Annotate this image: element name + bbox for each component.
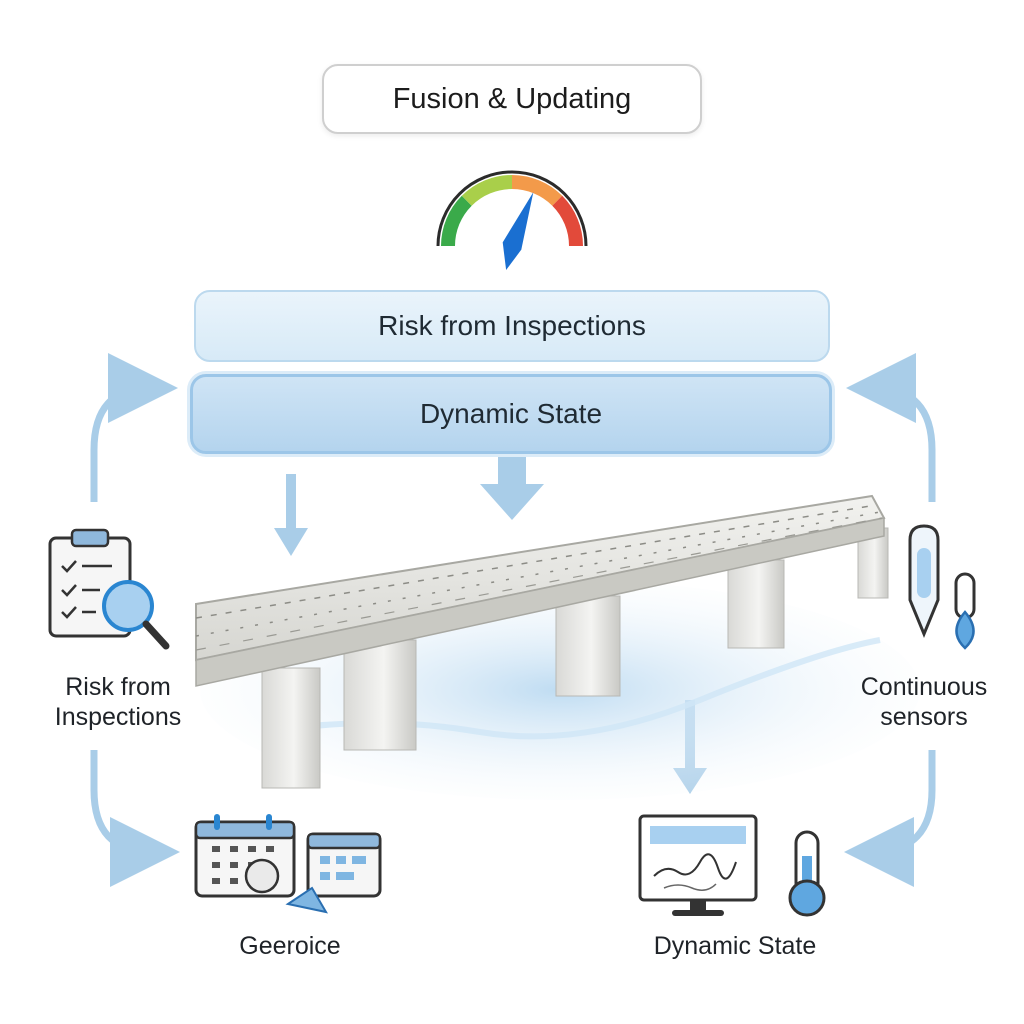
loop-arrow-left-down <box>90 750 180 887</box>
loop-arrow-left-up <box>90 353 178 502</box>
bottom-left-label: Geeroice <box>239 932 341 960</box>
risk-from-inspections-panel: Risk from Inspections <box>194 290 830 362</box>
bottom-right-label: Dynamic State <box>653 932 817 960</box>
gauge-needle <box>502 192 534 270</box>
calendar-icon <box>194 814 382 914</box>
gauge-segment-yellow <box>461 175 513 206</box>
probe-thermometer-icon <box>908 524 976 650</box>
down-arrow-small <box>274 474 308 556</box>
dynamic-state-panel: Dynamic State <box>190 374 832 454</box>
left-side-label: Risk from Inspections <box>20 672 216 732</box>
fusion-updating-title: Fusion & Updating <box>322 64 702 134</box>
loop-arrow-right-down <box>844 750 936 887</box>
bridge-piers <box>261 527 889 789</box>
left-label-line2: Inspections <box>54 703 182 731</box>
gauge-segment-green <box>441 195 472 247</box>
gauge-segment-orange <box>511 175 563 206</box>
right-label-line1: Continuous <box>860 673 988 701</box>
gauge-outline <box>436 170 588 247</box>
bridge-deck <box>195 494 886 687</box>
clipboard-magnifier-icon <box>48 528 170 650</box>
down-arrow-large <box>480 456 544 520</box>
left-label-line1: Risk from <box>65 673 171 701</box>
right-label-line2: sensors <box>880 703 968 731</box>
right-side-label: Continuous sensors <box>826 672 1022 732</box>
bridge-pier <box>261 667 321 789</box>
loop-arrow-right-up <box>846 353 936 502</box>
bridge-pier <box>555 595 621 697</box>
bridge-pier <box>727 559 785 649</box>
gauge-segment-red <box>552 195 583 247</box>
risk-gauge-icon <box>436 170 588 270</box>
bridge-pier <box>343 639 417 751</box>
monitor-thermometer-icon <box>638 814 826 917</box>
